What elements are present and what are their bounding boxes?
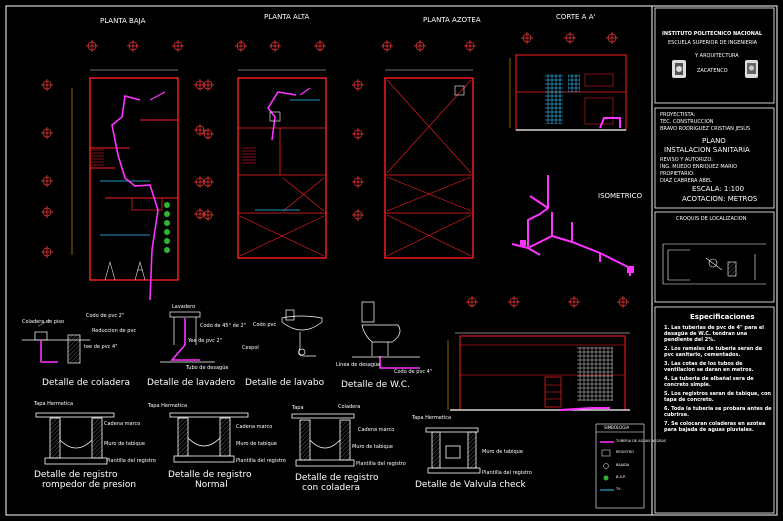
propietario-name: DIAZ CABRERA ABEL: [660, 178, 712, 184]
label-muro-2: Muro de tabique: [236, 441, 277, 447]
specs-title: Especificaciones: [690, 313, 755, 321]
label-cadena-2: Cadena marco: [236, 424, 273, 430]
view-title-planta-alta: PLANTA ALTA: [264, 13, 310, 21]
registro-coladera-detail: [291, 413, 355, 467]
croquis-box: [654, 211, 775, 303]
label-cespol: Cespol: [242, 345, 259, 351]
registro-rompedor-detail: [35, 412, 115, 465]
label-cadena-3: Cadena marco: [358, 427, 395, 433]
title-block-header: [654, 7, 775, 104]
label-codo-wc: Codo de pvc 4": [394, 369, 433, 375]
spec-item: 7. Se colocaran coladeras en azotea para…: [664, 421, 766, 433]
sheet-frame: [5, 5, 778, 516]
corte-section: [509, 32, 627, 131]
ipn-logo-icon: [672, 60, 686, 78]
spec-item: 2. Los ramales de tuberia seran de pvc s…: [664, 346, 763, 358]
label-muro-3: Muro de tabique: [352, 444, 393, 450]
label-codo-45: Codo de 45° de 2": [200, 323, 246, 329]
view-title-corte: CORTE A A': [556, 13, 596, 21]
scale-text: ESCALA: 1:100: [692, 185, 745, 193]
view-title-planta-baja: PLANTA BAJA: [100, 17, 146, 25]
institute-name: INSTITUTO POLITECNICO NACIONAL: [662, 31, 763, 37]
isometric-diagram: [511, 175, 631, 276]
label-tee: tee de pvc 4": [84, 344, 118, 350]
legend-title: SIMBOLOGIA: [604, 425, 630, 430]
plano-name: INSTALACION SANITARIA: [664, 146, 750, 154]
corte-lower-section: [447, 296, 630, 411]
proyectista-title: TEC. CONSTRUCCION: [660, 119, 714, 125]
proyectista-name: BRAVO RODRIGUEZ CRISTIAN JESUS: [660, 126, 751, 132]
school-name: ESCUELA SUPERIOR DE INGENIERIA: [668, 40, 758, 46]
registro-normal-detail: [169, 412, 249, 463]
propietario-label: PROPIETARIO:: [660, 171, 695, 177]
legend-row: BAJADA: [616, 463, 630, 467]
lavabo-detail: [281, 309, 323, 357]
croquis-map: [662, 243, 766, 285]
legend-row: REGISTRO: [616, 450, 634, 454]
label-codo-lavabo: Codo pvc: [253, 322, 277, 328]
esia-logo-icon: [745, 60, 758, 78]
view-title-planta-azotea: PLANTA AZOTEA: [423, 16, 481, 24]
legend-row: B.A.P.: [616, 475, 626, 479]
revisor-label: REVISO Y AUTORIZO:: [660, 157, 713, 163]
detail-title-lavadero: Detalle de lavadero: [147, 378, 236, 388]
label-reduccion: Reduccion de pvc: [92, 328, 137, 334]
label-plantilla-1: Plantilla del registro: [106, 458, 156, 464]
detail-title-registro-normal: Detalle de registro: [168, 470, 252, 480]
planta-baja-plan: [41, 40, 206, 301]
title-block-info: [654, 107, 775, 209]
label-tubo-desague: Tubo de desagüe: [186, 365, 229, 371]
spec-item: 6. Toda la tuberia se probara antes de c…: [664, 406, 772, 418]
revisor-name: ING. MUEDO ENRIQUEZ MARIO: [660, 164, 738, 170]
detail-subtitle-registro-normal: Normal: [195, 480, 228, 490]
detail-title-registro-rompedor: Detalle de registro: [34, 470, 118, 480]
valvula-check-detail: [425, 427, 481, 474]
label-plantilla-3: Plantilla del registro: [356, 461, 406, 467]
label-tapa-3: Tapa: [292, 405, 304, 411]
spec-item: 1. Las tuberias de pvc de 4" para el des…: [664, 325, 765, 343]
wc-detail: [352, 301, 420, 369]
units-text: ACOTACION: METROS: [682, 195, 758, 203]
label-linea-desague: Linea de desagüe: [336, 362, 381, 368]
spec-item: 3. Las cotas de los tubos de ventilacion…: [664, 361, 754, 373]
planta-alta-plan: [202, 40, 327, 259]
campus-name: ZACATENCO: [697, 68, 728, 74]
spec-item: 5. Los registros seran de tabique, con t…: [664, 391, 771, 403]
label-tapa-1: Tapa Hermetica: [34, 401, 74, 407]
label-tapa-4: Tapa Hermetica: [412, 415, 452, 421]
legend-box: [595, 423, 645, 509]
label-codo-pvc: Codo de pvc 2": [86, 313, 125, 319]
coladera-detail: [22, 319, 90, 364]
lavadero-detail: [160, 311, 215, 363]
legend-row: TUBERIA DE AGUAS NEGRAS: [616, 439, 667, 443]
detail-title-lavabo: Detalle de lavabo: [245, 378, 325, 388]
detail-title-coladera: Detalle de coladera: [42, 378, 130, 388]
label-plantilla-2: Plantilla del registro: [236, 458, 286, 464]
planta-azotea-plan: [352, 40, 476, 259]
croquis-title: CROQUIS DE LOCALIZACION: [676, 216, 747, 222]
label-yee: Yee de pvc 2": [188, 338, 222, 344]
proyectista-label: PROYECTISTA:: [660, 112, 696, 118]
detail-title-wc: Detalle de W.C.: [341, 380, 410, 390]
detail-title-registro-coladera: Detalle de registro: [295, 473, 379, 483]
label-lavadero: Lavadero: [172, 304, 196, 310]
label-coladera-piso: Coladera de piso: [22, 319, 65, 325]
spec-item: 4. La tuberia de albañal sera de concret…: [664, 376, 754, 388]
specs-box: [654, 306, 775, 514]
view-title-isometrico: ISOMETRICO: [598, 192, 643, 200]
detail-subtitle-registro-rompedor: rompedor de presion: [42, 480, 137, 490]
legend-row: TV: [616, 487, 621, 491]
school-name-2: Y ARQUITECTURA: [695, 53, 739, 59]
detail-title-valvula: Detalle de Valvula check: [415, 480, 526, 490]
label-muro-4: Muro de tabique: [482, 449, 523, 455]
plano-label: PLANO: [702, 137, 726, 145]
label-cadena-1: Cadena marco: [104, 421, 141, 427]
label-plantilla-4: Plantilla del registro: [482, 470, 532, 476]
label-coladera-3: Coladera: [338, 404, 361, 410]
label-muro-1: Muro de tabique: [104, 441, 145, 447]
detail-subtitle-registro-coladera: con coladera: [302, 483, 360, 493]
label-tapa-2: Tapa Hermetica: [148, 403, 188, 409]
